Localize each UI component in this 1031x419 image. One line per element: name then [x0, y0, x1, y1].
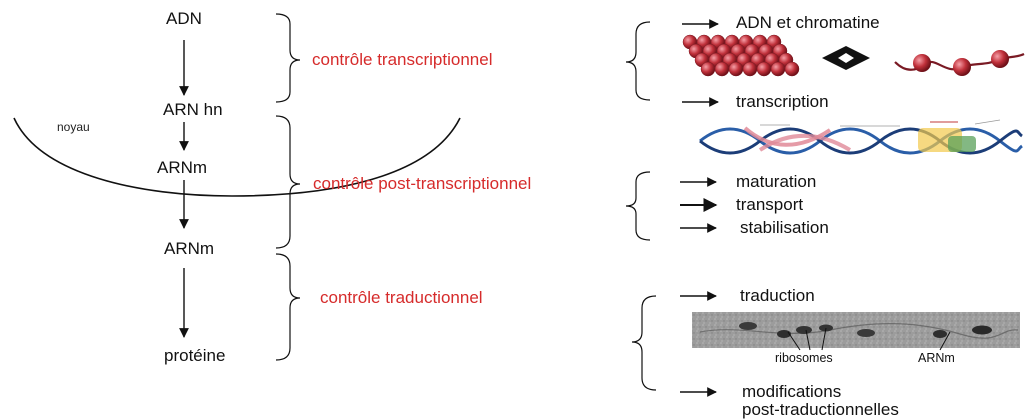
- condensed-chromatin-illustration: [682, 34, 800, 77]
- label-adn: ADN: [166, 9, 202, 28]
- label-maturation: maturation: [736, 172, 817, 191]
- dna-transcription-illustration: [699, 119, 1024, 158]
- label-controle-post-transcriptionnel: contrôle post-transcriptionnel: [313, 174, 532, 193]
- label-traduction: traduction: [740, 286, 815, 305]
- nucleus-membrane: [13, 117, 461, 197]
- nucleosome-bead: [700, 61, 716, 77]
- brace-translational: [275, 253, 301, 361]
- brace-post-transcriptional: [275, 115, 301, 249]
- nucleosome-bead: [728, 61, 744, 77]
- brace-transcriptional: [275, 13, 301, 103]
- label-transport: transport: [736, 195, 804, 214]
- open-chromatin-illustration: [894, 50, 1025, 76]
- nucleosome-bead: [756, 61, 772, 77]
- equilibrium-arrow-icon: [822, 46, 870, 70]
- brace-right-post-transcription: [625, 171, 651, 241]
- brace-right-transcription: [625, 21, 651, 101]
- label-stabilisation: stabilisation: [740, 218, 829, 237]
- label-ribosomes: ribosomes: [775, 351, 833, 365]
- label-controle-traductionnel: contrôle traductionnel: [320, 288, 483, 307]
- polysome-micrograph-illustration: [692, 312, 1020, 351]
- nucleosome-bead: [770, 61, 786, 77]
- brace-right-translation: [631, 295, 657, 391]
- nucleosome-bead: [714, 61, 730, 77]
- label-noyau: noyau: [57, 120, 90, 134]
- label-proteine: protéine: [164, 346, 226, 365]
- nucleosome-bead: [742, 61, 758, 77]
- label-adn-et-chromatine: ADN et chromatine: [736, 13, 880, 32]
- label-controle-transcriptionnel: contrôle transcriptionnel: [312, 50, 493, 69]
- label-arnm-nucleus: ARNm: [157, 158, 208, 177]
- label-transcription: transcription: [736, 92, 829, 111]
- label-arnm-cytoplasm: ARNm: [164, 239, 215, 258]
- nucleosome-bead: [784, 61, 800, 77]
- label-modifications: modifications: [742, 382, 842, 401]
- label-post-traductionnelles: post-traductionnelles: [742, 400, 899, 419]
- label-arn-hn: ARN hn: [163, 100, 223, 119]
- label-gel-arnm: ARNm: [918, 351, 955, 365]
